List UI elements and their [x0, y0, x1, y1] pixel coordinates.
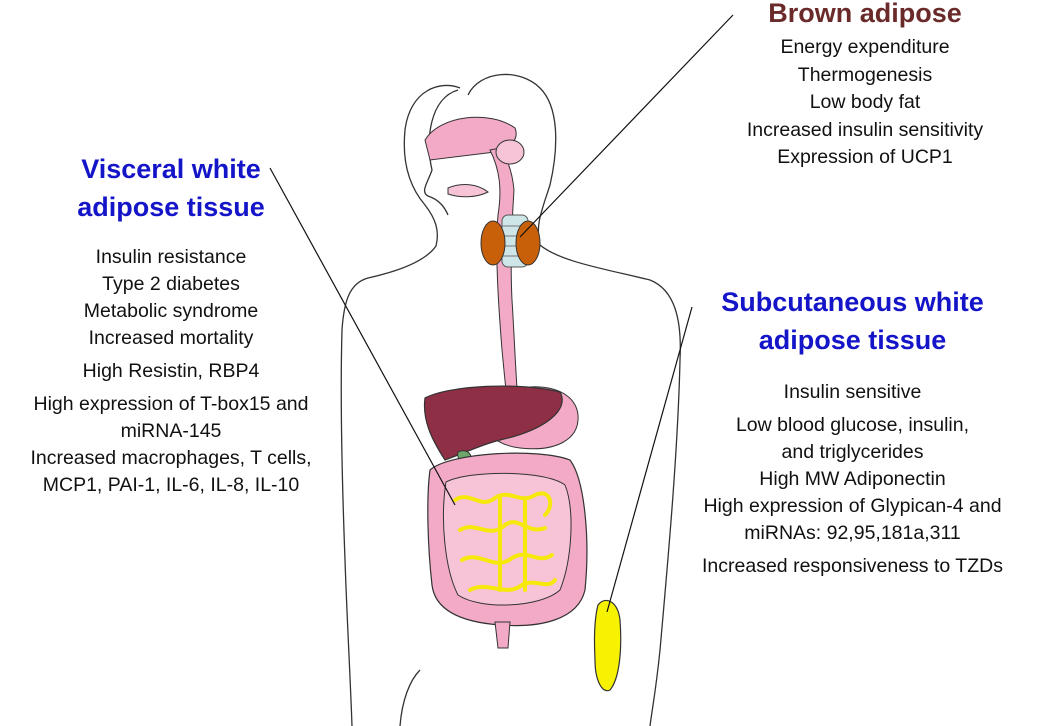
salivary-gland: [495, 139, 525, 165]
visceral-item: High expression of T-box15 and: [33, 393, 309, 415]
brown-fat-left: [480, 220, 506, 266]
visceral-adipose-panel: Visceral white adipose tissue Insulin re…: [0, 150, 342, 499]
visceral-item: Type 2 diabetes: [102, 273, 240, 295]
subcutaneous-item: Increased responsiveness to TZDs: [702, 555, 1003, 577]
visceral-item: High Resistin, RBP4: [82, 360, 260, 382]
brown-item: Expression of UCP1: [777, 146, 953, 168]
brown-adipose-heading: Brown adipose: [768, 0, 962, 28]
visceral-item: Increased macrophages, T cells,: [30, 447, 312, 469]
small-intestine: [442, 472, 572, 606]
body-silhouette: [340, 73, 681, 726]
subcutaneous-item: miRNAs: 92,95,181a,311: [744, 522, 961, 544]
leader-subcutaneous: [606, 306, 693, 613]
brown-item: Thermogenesis: [797, 63, 933, 86]
visceral-item: Increased mortality: [88, 327, 254, 349]
subcutaneous-item: High MW Adiponectin: [759, 468, 946, 490]
rectum: [494, 621, 511, 649]
throat-tract: [489, 147, 519, 403]
leader-visceral: [269, 167, 456, 506]
brown-item: Energy expenditure: [780, 36, 950, 58]
brown-fat-right: [515, 220, 541, 266]
visceral-heading-line2: adipose tissue: [77, 192, 265, 222]
leader-brown: [519, 14, 734, 238]
subcutaneous-item: High expression of Glypican-4 and: [703, 495, 1002, 517]
visceral-heading-line1: Visceral white: [81, 154, 261, 184]
brown-item: Increased insulin sensitivity: [746, 118, 984, 141]
subcutaneous-heading-line1: Subcutaneous white: [721, 287, 984, 317]
subcutaneous-fat: [593, 599, 622, 692]
subcutaneous-item: Low blood glucose, insulin,: [735, 414, 970, 436]
brown-item: Low body fat: [809, 91, 921, 113]
visceral-item: Metabolic syndrome: [83, 300, 259, 322]
brown-adipose-panel: Brown adipose Energy expenditure Thermog…: [700, 0, 1030, 172]
subcutaneous-heading-line2: adipose tissue: [758, 325, 947, 355]
tongue: [447, 184, 489, 198]
liver: [423, 385, 563, 461]
visceral-item: MCP1, PAI-1, IL-6, IL-8, IL-10: [42, 474, 300, 496]
intestine-vessels: [453, 491, 557, 592]
subcutaneous-item: and triglycerides: [781, 441, 924, 463]
subcutaneous-adipose-panel: Subcutaneous white adipose tissue Insuli…: [655, 283, 1050, 580]
subcutaneous-item: Insulin sensitive: [783, 381, 922, 403]
head-outline: [424, 89, 459, 216]
visceral-item: miRNA-145: [120, 420, 222, 442]
visceral-item: Insulin resistance: [95, 246, 247, 268]
